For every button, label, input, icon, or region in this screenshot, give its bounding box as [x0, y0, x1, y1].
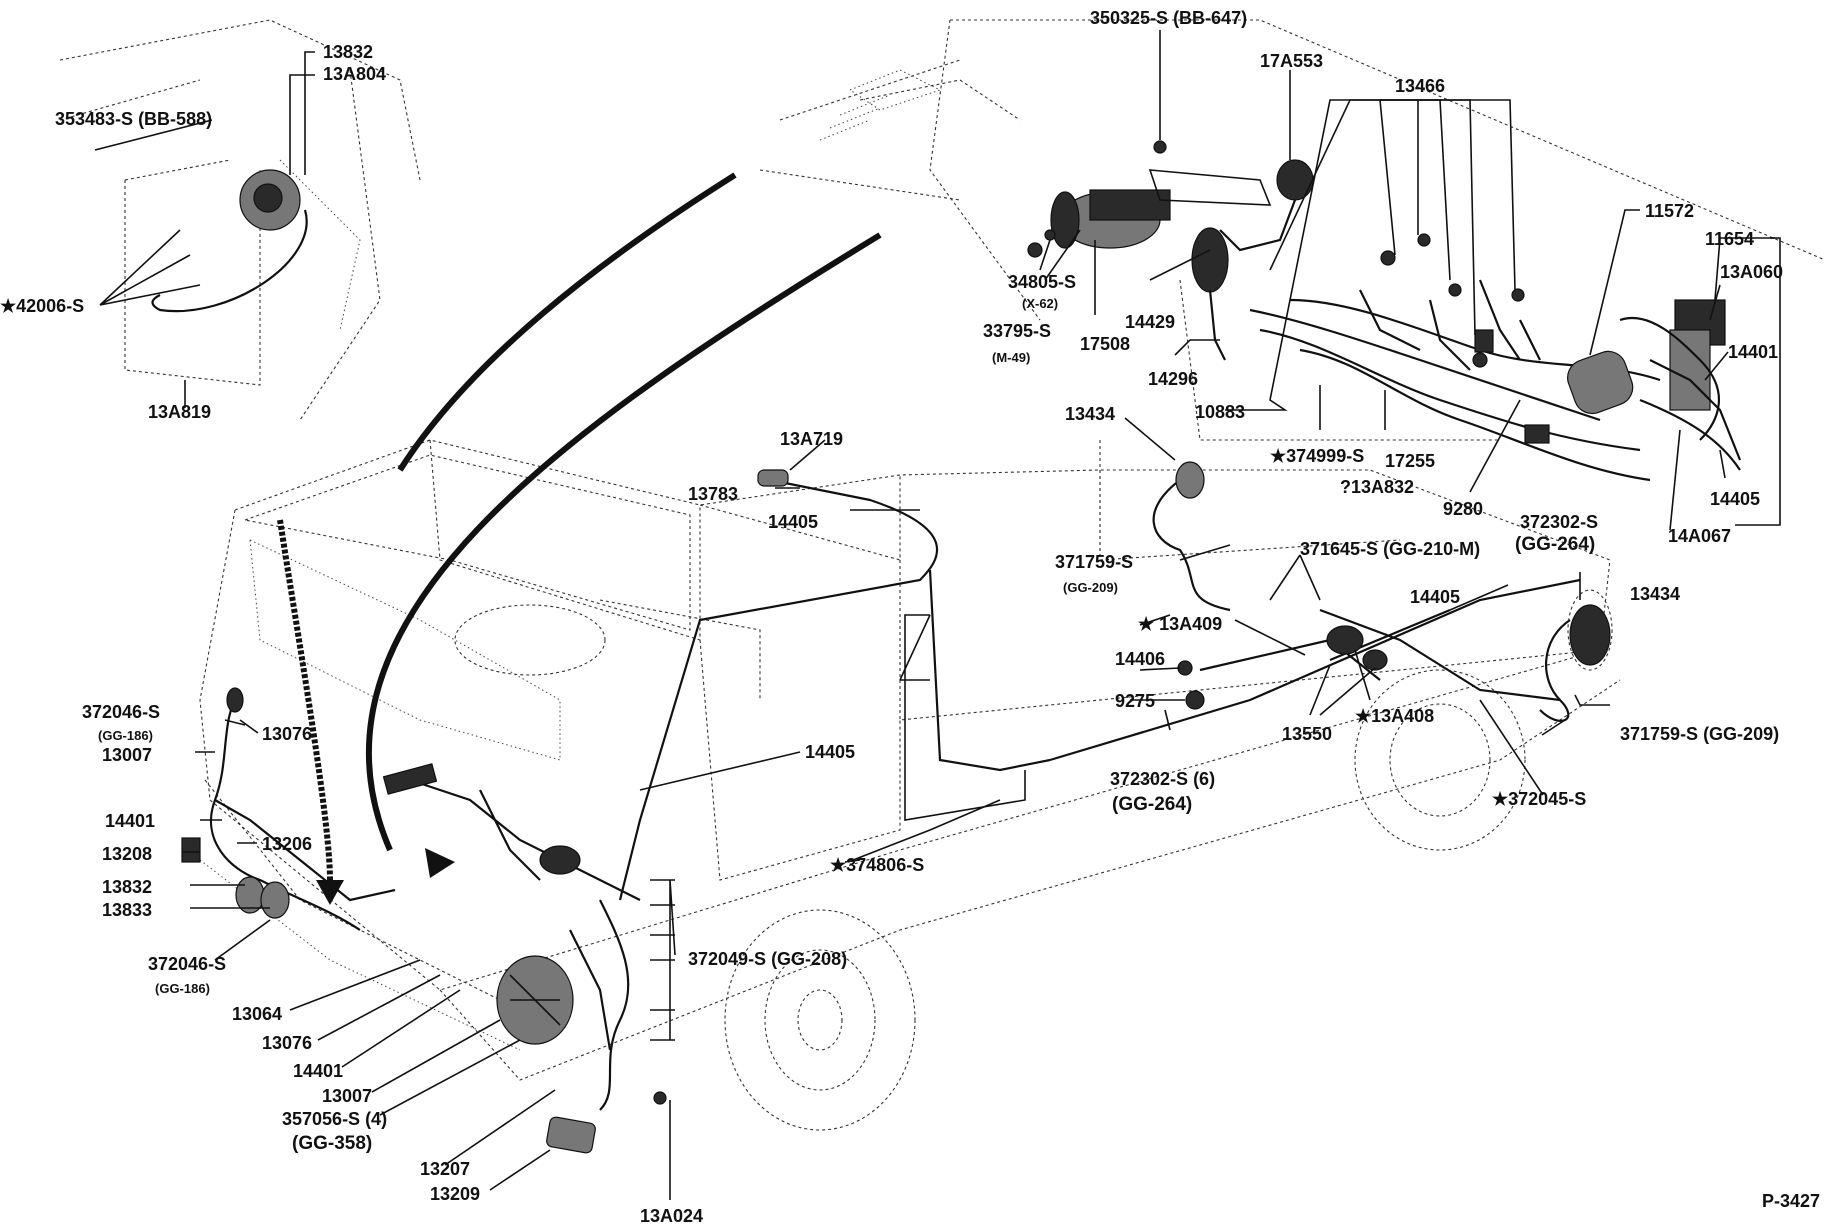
- label-13833: 13833: [102, 900, 152, 920]
- label-14401-r: 14401: [1728, 342, 1778, 362]
- leader-lines: [94, 30, 1781, 1200]
- label-17A553: 17A553: [1260, 51, 1323, 71]
- label-350325: 350325-S (BB-647): [1090, 8, 1247, 28]
- label-13434-right: 13434: [1630, 584, 1680, 604]
- label-10883: 10883: [1195, 402, 1245, 422]
- regulator-11572: [1567, 350, 1634, 415]
- label-13209: 13209: [430, 1184, 480, 1204]
- label-13206: 13206: [262, 834, 312, 854]
- engine-compartment-outline: [759, 19, 1825, 560]
- engine-components: [1027, 140, 1742, 482]
- label-13466: 13466: [1395, 76, 1445, 96]
- label-gg264-a: (GG-264): [1515, 534, 1595, 555]
- label-13007-a: 13007: [102, 745, 152, 765]
- label-372302-b: 372302-S (6): [1110, 769, 1215, 789]
- label-17255: 17255: [1385, 451, 1435, 471]
- label-14405-mid: 14405: [1410, 587, 1460, 607]
- label-13434-top: 13434: [1065, 404, 1115, 424]
- part-labels: 353483-S (BB-588) 13832 13A804 ★42006-S …: [0, 8, 1820, 1226]
- label-13207: 13207: [420, 1159, 470, 1179]
- lamp-13208: [181, 837, 201, 863]
- label-14401-a: 14401: [105, 811, 155, 831]
- label-gg358: (GG-358): [292, 1133, 372, 1154]
- label-gg186-b: (GG-186): [155, 981, 210, 996]
- wiring-harness: [181, 461, 1611, 1154]
- label-14401-b: 14401: [293, 1061, 343, 1081]
- part-17A553: [1276, 159, 1314, 201]
- label-34805: 34805-S: [1008, 272, 1076, 292]
- label-357056: 357056-S (4): [282, 1109, 387, 1129]
- label-17508: 17508: [1080, 334, 1130, 354]
- indicator-arrows: [277, 172, 882, 905]
- dash-component: [382, 763, 438, 795]
- label-13A409: ★ 13A409: [1138, 614, 1222, 634]
- connector-13550: [1326, 625, 1364, 655]
- label-374806: ★374806-S: [830, 855, 924, 875]
- label-13832-top: 13832: [323, 42, 373, 62]
- label-13550: 13550: [1282, 724, 1332, 744]
- label-14296: 14296: [1148, 369, 1198, 389]
- label-33795: 33795-S: [983, 321, 1051, 341]
- inset-outline: [59, 19, 421, 421]
- label-gg209-a: (GG-209): [1063, 580, 1118, 595]
- label-x62: (X-62): [1022, 296, 1058, 311]
- label-13064: 13064: [232, 1004, 282, 1024]
- label-13A719: 13A719: [780, 429, 843, 449]
- label-13783: 13783: [688, 484, 738, 504]
- label-14405-r: 14405: [1710, 489, 1760, 509]
- label-gg264-b: (GG-264): [1112, 794, 1192, 815]
- figure-id: P-3427: [1762, 1191, 1820, 1211]
- label-371759-b: 371759-S (GG-209): [1620, 724, 1779, 744]
- label-371645: 371645-S (GG-210-M): [1300, 539, 1480, 559]
- label-14406: 14406: [1115, 649, 1165, 669]
- switch-9275: [1185, 690, 1205, 710]
- label-13A408: ★13A408: [1355, 706, 1434, 726]
- label-13A804: 13A804: [323, 64, 386, 84]
- label-13076-b: 13076: [262, 1033, 312, 1053]
- switch-14A067: [1669, 329, 1711, 411]
- label-372302-a: 372302-S: [1520, 512, 1598, 532]
- label-13007-b: 13007: [322, 1086, 372, 1106]
- lamp-13434-rear: [1569, 604, 1611, 666]
- label-13076-a: 13076: [262, 724, 312, 744]
- solenoid-14429: [1191, 227, 1229, 293]
- label-gg186-a: (GG-186): [98, 728, 153, 743]
- label-371759-a: 371759-S: [1055, 552, 1133, 572]
- label-13A819: 13A819: [148, 402, 211, 422]
- label-13832-b: 13832: [102, 877, 152, 897]
- lamp-13434-upper: [1175, 461, 1205, 499]
- label-9275: 9275: [1115, 691, 1155, 711]
- label-374999: ★374999-S: [1270, 446, 1364, 466]
- label-m49: (M-49): [992, 350, 1030, 365]
- label-13A832: ?13A832: [1340, 477, 1414, 497]
- label-372046-b: 372046-S: [148, 954, 226, 974]
- label-13A060: 13A060: [1720, 262, 1783, 282]
- label-9280: 9280: [1443, 499, 1483, 519]
- label-13208: 13208: [102, 844, 152, 864]
- label-13A024: 13A024: [640, 1206, 703, 1226]
- label-14A067: 14A067: [1668, 526, 1731, 546]
- lamp-13783: [757, 469, 789, 487]
- label-372046-a: 372046-S: [82, 702, 160, 722]
- label-42006: ★42006-S: [0, 296, 84, 316]
- lamp-13833-front: [260, 881, 290, 919]
- label-14405-c: 14405: [805, 742, 855, 762]
- label-14429: 14429: [1125, 312, 1175, 332]
- label-372049: 372049-S (GG-208): [688, 949, 847, 969]
- label-11572: 11572: [1645, 201, 1694, 221]
- label-14405-top: 14405: [768, 512, 818, 532]
- label-372045: ★372045-S: [1492, 789, 1586, 809]
- label-11654: 11654: [1705, 229, 1754, 249]
- lamp-13209: [546, 1116, 596, 1154]
- label-353483: 353483-S (BB-588): [55, 109, 212, 129]
